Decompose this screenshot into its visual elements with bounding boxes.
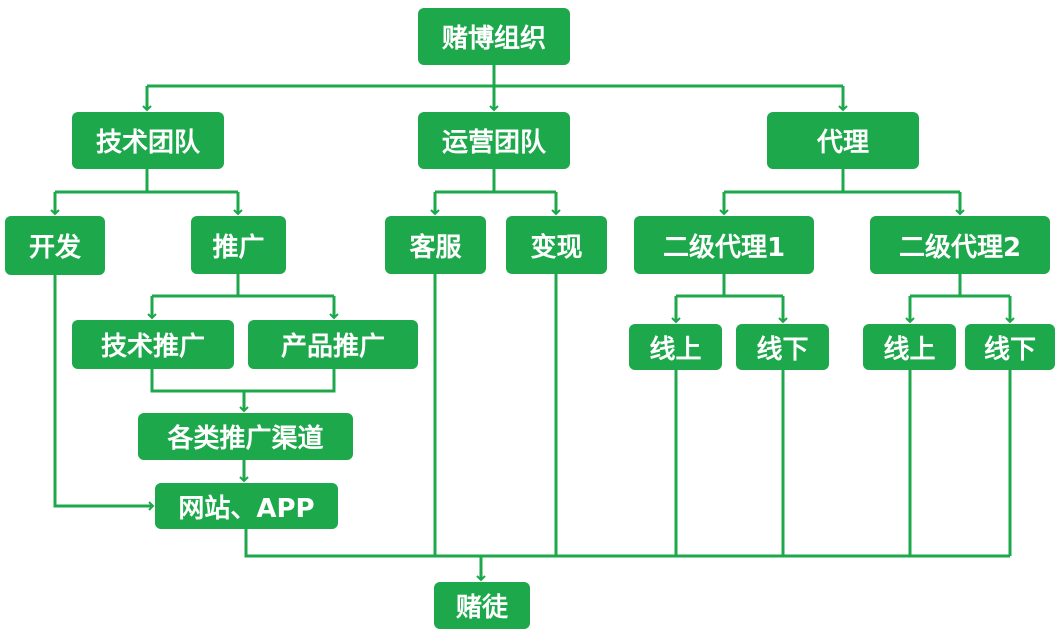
connector-root-bus <box>147 65 843 88</box>
connector-ops-bus <box>435 169 556 194</box>
connector-promo-merge <box>150 369 336 393</box>
node-product-promo: 产品推广 <box>248 320 418 369</box>
connector-bottom-bus <box>244 529 1010 558</box>
node-ops-team: 运营团队 <box>418 112 570 169</box>
connector-promo-bus <box>152 274 334 298</box>
connector-agent-bus <box>724 169 960 194</box>
node-online-1: 线上 <box>629 324 722 370</box>
connector-agent-l2-2-bus <box>910 274 1010 298</box>
node-agent-l2-1: 二级代理1 <box>634 216 814 274</box>
node-tech-promo: 技术推广 <box>72 320 234 369</box>
node-promo: 推广 <box>191 216 286 274</box>
node-agent: 代理 <box>767 112 919 169</box>
node-cashout: 变现 <box>506 216 607 274</box>
node-offline-1: 线下 <box>736 324 829 370</box>
node-agent-l2-2: 二级代理2 <box>870 216 1050 274</box>
node-gambler: 赌徒 <box>434 582 530 629</box>
node-site-app: 网站、APP <box>155 483 338 529</box>
node-channels: 各类推广渠道 <box>138 413 353 460</box>
node-dev: 开发 <box>5 216 105 275</box>
node-root: 赌博组织 <box>418 8 570 65</box>
node-cs: 客服 <box>385 216 486 274</box>
node-tech-team: 技术团队 <box>72 112 224 169</box>
node-offline-2: 线下 <box>965 324 1055 370</box>
connector-tech-bus <box>55 169 238 194</box>
node-online-2: 线上 <box>863 324 956 370</box>
connector-agent-l2-1-bus <box>676 274 783 298</box>
arrow-dev-to-site-app <box>53 275 155 511</box>
